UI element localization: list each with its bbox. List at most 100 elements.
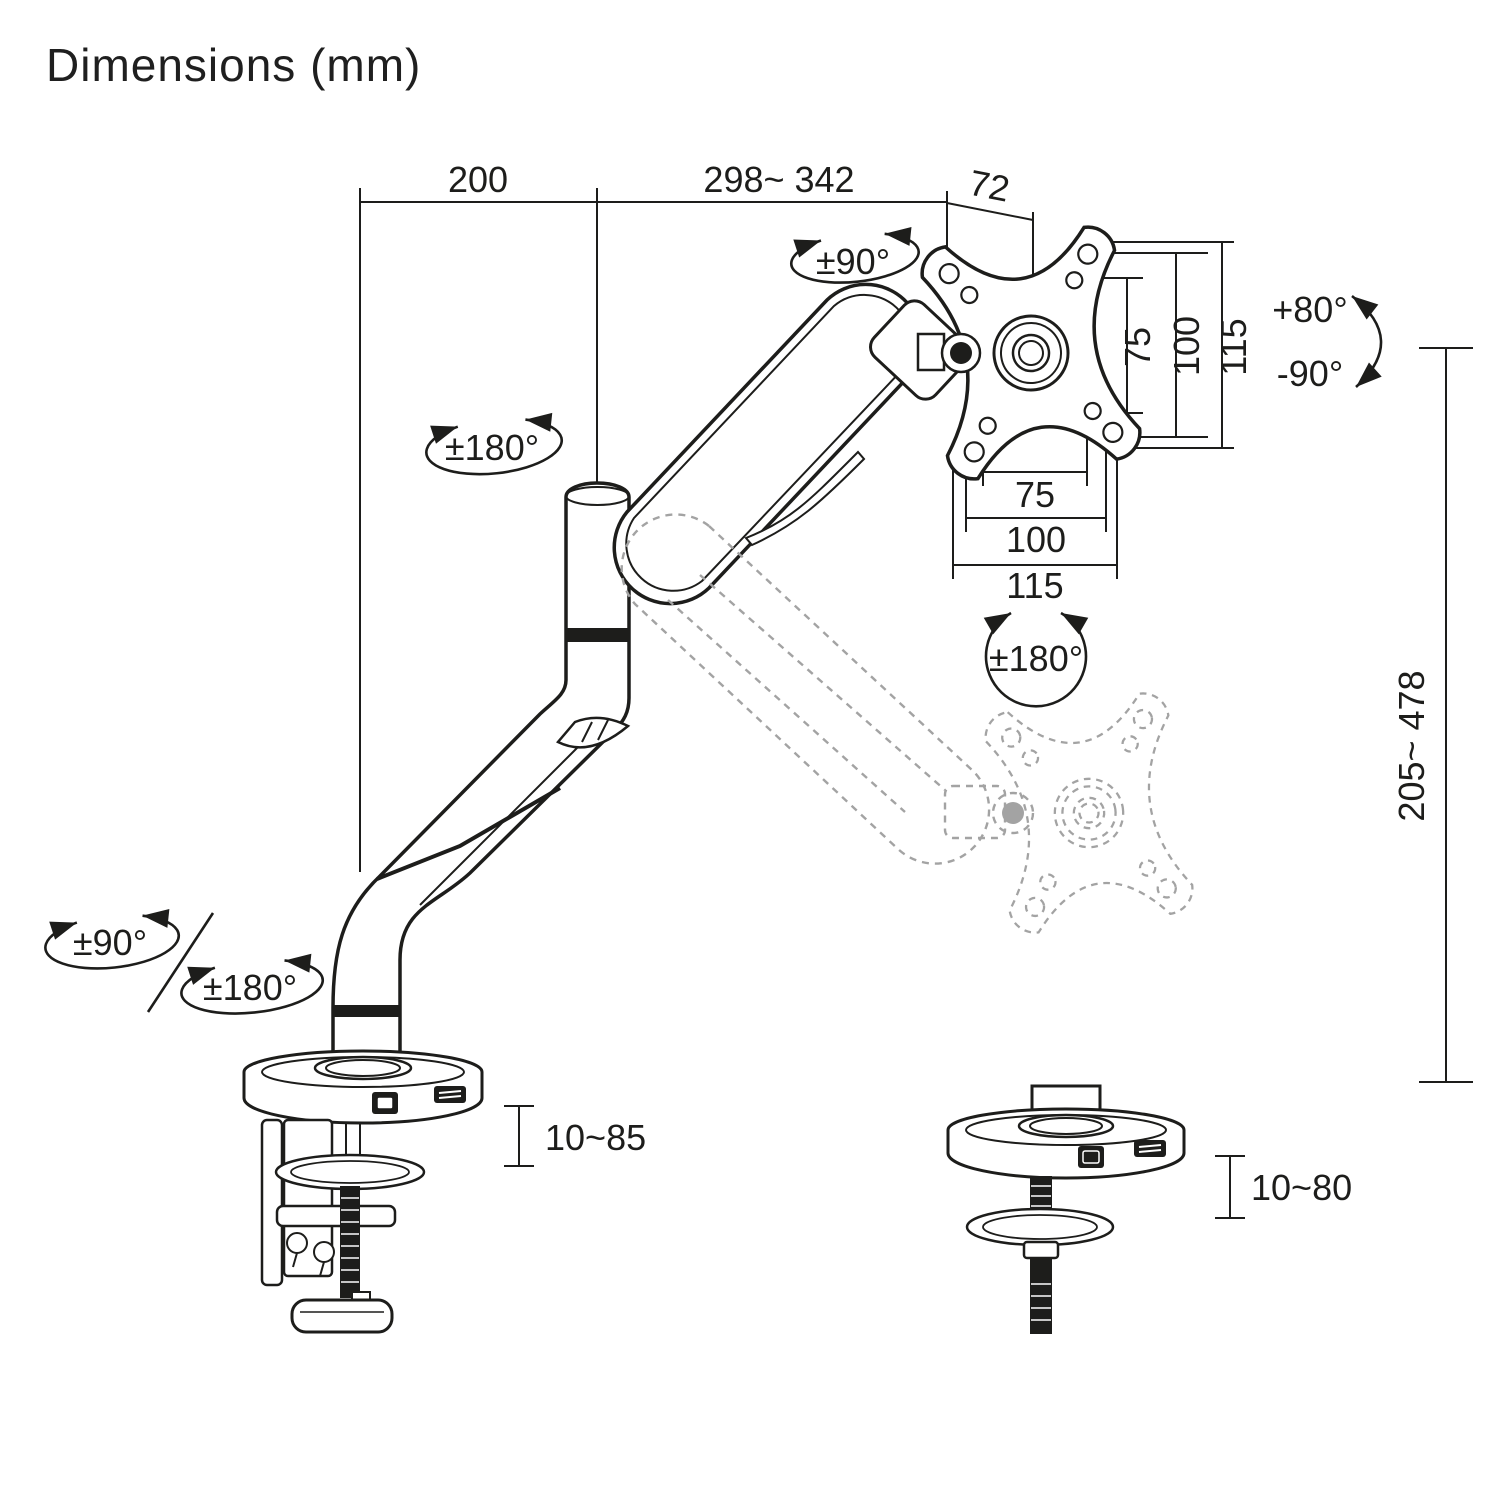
label-tilt-up: +80° xyxy=(1272,289,1347,330)
label-vesa-h75: 75 xyxy=(1015,474,1055,515)
pole-collar-outer xyxy=(313,1055,413,1081)
grommet-base xyxy=(946,1084,1186,1334)
vesa-hole-100-tl xyxy=(938,263,960,285)
column-ring-band xyxy=(566,628,629,642)
ghost-hole xyxy=(1132,708,1154,730)
label-tilt-down: -90° xyxy=(1277,353,1343,394)
vesa-hole-75-br xyxy=(1083,401,1102,421)
ghost-vesa-outline xyxy=(984,692,1194,934)
clamp-top-jaw-inner xyxy=(290,1160,410,1184)
label-arm-rotate: ±180° xyxy=(445,427,539,468)
ghost-boss-hole xyxy=(1072,796,1106,830)
usb-c-port-inner xyxy=(376,1096,394,1110)
vesa-hole-100-tr xyxy=(1077,243,1099,265)
ghost-arm-outline xyxy=(620,513,991,865)
label-base-rotate: ±180° xyxy=(203,967,297,1008)
grommet-collar-outer xyxy=(1017,1113,1115,1139)
label-head-depth: 72 xyxy=(966,162,1013,210)
label-clamp-thickness: 10~85 xyxy=(545,1117,646,1158)
adjustment-lever xyxy=(744,450,866,547)
clamp-front-plate xyxy=(260,1118,284,1287)
ghost-hole xyxy=(1039,873,1057,891)
keyhole-slot-2 xyxy=(313,1241,335,1263)
dim-height-range xyxy=(1419,347,1473,1083)
ghost-hatch-1 xyxy=(699,574,946,791)
ghost-hole xyxy=(1024,896,1046,918)
keyhole-slot-2-tail xyxy=(319,1261,325,1277)
dim-line-72 xyxy=(946,202,1034,221)
vesa-center-boss xyxy=(992,314,1070,392)
lower-arm-outline xyxy=(331,481,631,1064)
ghost-hatch-2 xyxy=(667,599,906,813)
clamp-lower-jaw xyxy=(275,1204,397,1228)
ghost-hole xyxy=(1156,878,1177,899)
dim-vesa-h115 xyxy=(952,452,1118,579)
pole-ring-band xyxy=(333,1005,400,1017)
label-vesa-v115: 115 xyxy=(1213,318,1254,375)
grommet-usb-a-pins xyxy=(1138,1144,1162,1153)
ghost-pivot-ring xyxy=(991,791,1035,835)
cable-clip xyxy=(556,716,631,749)
label-vesa-v100: 100 xyxy=(1166,316,1207,376)
vesa-hole-100-bl xyxy=(963,441,985,463)
label-vesa-h100: 100 xyxy=(1006,519,1066,560)
usb-a-port xyxy=(434,1086,466,1103)
arm-inner-line xyxy=(419,744,581,906)
ghost-hole xyxy=(1121,735,1139,753)
rotation-indicators xyxy=(44,224,1383,1015)
usb-a-port-pins xyxy=(438,1090,462,1099)
vesa-rotate-arc xyxy=(983,604,1089,708)
pole-collar-inner xyxy=(325,1059,401,1077)
ghost-boss-ring xyxy=(1061,785,1117,841)
keyhole-slot-1-tail xyxy=(292,1252,298,1268)
screw-threads xyxy=(341,1197,359,1283)
arm-rotate-arc xyxy=(425,410,564,476)
ghost-boss-hole-inner xyxy=(1078,802,1100,824)
head-swivel-arc xyxy=(789,224,920,284)
ghost-hole xyxy=(1021,749,1040,767)
ghost-hole xyxy=(1001,727,1022,748)
arm-seam-line xyxy=(376,786,562,881)
vesa-hole-75-tl xyxy=(960,285,979,305)
tilt-pivot-pin xyxy=(950,342,972,364)
clamp-t-knob xyxy=(290,1298,394,1334)
label-height-range: 205~ 478 xyxy=(1391,670,1432,821)
grommet-usb-c-inner xyxy=(1082,1150,1100,1164)
vesa-hole-100-br xyxy=(1102,421,1124,443)
cable-clip-slots xyxy=(581,719,609,743)
page-title: Dimensions (mm) xyxy=(46,39,422,91)
label-vesa-v75: 75 xyxy=(1117,327,1158,367)
head-bracket xyxy=(916,332,946,372)
label-base-swivel: ±90° xyxy=(73,922,147,963)
vesa-boss-ring xyxy=(1000,322,1062,384)
vesa-hole-75-tr xyxy=(1065,271,1084,290)
label-vesa-h115: 115 xyxy=(1006,565,1063,606)
ghost-hole xyxy=(1138,859,1157,877)
vesa-hole-75-bl xyxy=(978,416,997,435)
desk-clamp-base xyxy=(242,1049,484,1334)
ghost-head-housing xyxy=(943,784,1007,840)
grommet-usb-a-port xyxy=(1134,1140,1166,1157)
column-top-cap xyxy=(565,486,630,506)
ghost-pivot-pin xyxy=(1002,802,1024,824)
grommet-body xyxy=(946,1107,1186,1180)
base-swivel-arc xyxy=(44,906,181,970)
label-vesa-rotate: ±180° xyxy=(989,638,1083,679)
vesa-plate xyxy=(920,225,1142,481)
grommet-collar-inner xyxy=(1029,1117,1103,1135)
labels: 200 298~ 342 72 ±90° ±180° 75 100 115 +8… xyxy=(73,159,1432,1208)
arm-assembly xyxy=(331,282,971,1064)
dim-grommet-thickness xyxy=(1215,1155,1245,1219)
base-rotate-arc xyxy=(180,951,325,1015)
vesa-boss-hole-outer xyxy=(1011,333,1051,373)
grommet-nut xyxy=(1022,1240,1060,1260)
label-arm-front-reach: 298~ 342 xyxy=(703,159,854,200)
ghost-boss xyxy=(1053,777,1125,849)
clamp-screw-rod xyxy=(340,1186,360,1298)
keyhole-slot-1 xyxy=(286,1232,308,1254)
upper-arm-outline xyxy=(612,282,924,606)
grommet-usb-c-port xyxy=(1078,1146,1104,1168)
pivot-axis-slash xyxy=(146,912,215,1013)
vesa-boss-hole-inner xyxy=(1018,340,1044,366)
